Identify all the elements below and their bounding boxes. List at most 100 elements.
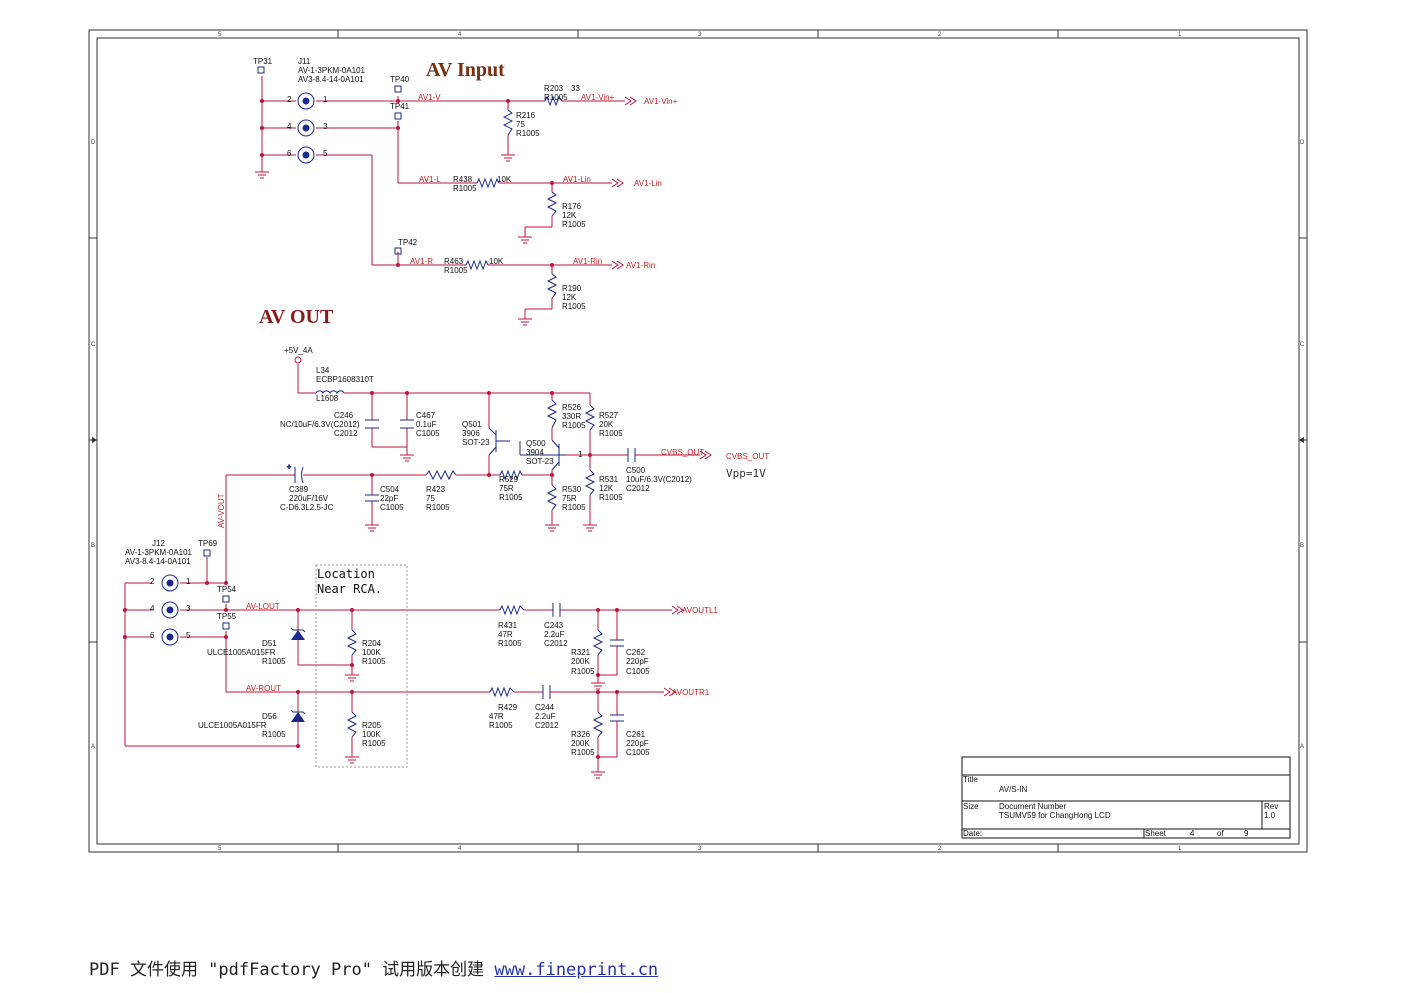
resistor-r204 [346,629,358,656]
inductor-l34 [315,390,345,395]
r530-value: 75R [562,494,577,503]
c244-value: 2.2uF [535,712,556,721]
c261-package: C1005 [626,748,650,757]
port-cvbs-out: CVBS_OUT [726,452,769,461]
title-label: Title [963,775,978,784]
r203-value: 33 [571,84,580,93]
d56-value: ULCE1005A015FR [198,721,267,730]
col-label: 3 [698,32,702,38]
power-pin-5v [294,356,302,364]
r326-ref: R326 [571,730,591,739]
r423-ref: R423 [426,485,446,494]
q500-package: SOT-23 [526,457,554,466]
c500-value: 10uF/6.3V(C2012) [626,475,692,484]
net-av-lout: AV-LOUT [246,602,280,611]
capacitor-c262 [610,639,624,647]
l34-value: ECBP1608310T [316,375,374,384]
col-label: 3 [698,846,702,852]
test-point-tp69 [203,549,211,557]
r321-package: R1005 [571,667,595,676]
r526-ref: R526 [562,403,582,412]
r216-value: 75 [516,120,525,129]
location-note-2: Near RCA. [317,582,382,596]
r531-value: 12K [599,484,614,493]
c467-ref: C467 [416,411,436,420]
av-input-title: AV Input [426,59,505,81]
test-point-tp40 [394,85,402,93]
diode-d51 [290,627,306,640]
col-label: 1 [1178,846,1182,852]
col-label: 2 [938,32,942,38]
location-box [315,564,408,768]
sheet-label: Sheet [1145,829,1167,838]
resistor-r438 [476,177,500,189]
c504-value: 22pF [380,494,398,503]
diode-d56 [290,709,306,722]
pdf-footer: PDF 文件使用 "pdfFactory Pro" 试用版本创建 www.fin… [89,955,658,980]
pin-label: 5 [186,631,191,640]
c262-package: C1005 [626,667,650,676]
r321-value: 200K [571,657,590,666]
resistor-r429 [489,686,515,698]
capacitor-c467 [400,419,414,429]
pin-label: 6 [150,631,155,640]
rev-value: 1.0 [1264,811,1276,820]
r527-value: 20K [599,420,614,429]
size-label: Size [963,802,979,811]
capacitor-c244 [542,685,551,699]
col-label: 4 [458,32,462,38]
r216-package: R1005 [516,129,540,138]
resistor-r529 [499,469,523,481]
tp41-label: TP41 [390,102,410,111]
pin-label: 3 [186,604,191,613]
resistor-r530 [546,484,558,511]
r205-package: R1005 [362,739,386,748]
r203-package: R1005 [544,93,568,102]
location-note: Location [317,567,375,581]
row-label: B [1300,543,1304,549]
port-avoutr1: AVOUTR1 [672,688,710,697]
av-out-wires [124,364,700,772]
r429-value: 47R [489,712,504,721]
d56-package: R1005 [262,730,286,739]
col-label: 4 [458,846,462,852]
footer-link[interactable]: www.fineprint.cn [494,960,659,980]
col-label: 1 [1178,32,1182,38]
r321-ref: R321 [571,648,591,657]
capacitor-c261 [610,714,624,722]
test-point-tp42 [394,247,402,255]
port-av1-lin: AV1-Lin [634,179,662,188]
resistor-r431 [499,604,525,616]
q501-ref: Q501 [462,420,482,429]
test-point-tp55 [222,622,230,630]
r530-package: R1005 [562,503,586,512]
tp42-label: TP42 [398,238,418,247]
row-label: C [91,342,96,348]
av-input-wires [261,76,625,319]
port-avoutl1: AVOUTL1 [682,606,718,615]
net-av1-v: AV1-V [418,93,441,102]
r530-ref: R530 [562,485,582,494]
test-point-tp54 [222,595,230,603]
resistor-r463 [465,259,489,271]
junction-dots [123,391,619,759]
r204-ref: R204 [362,639,382,648]
c262-ref: C262 [626,648,646,657]
r423-package: R1005 [426,503,450,512]
r176-value: 12K [562,211,577,220]
pin-label: 4 [287,122,292,131]
ground-symbols [255,154,532,326]
j12-ref: J12 [152,539,165,548]
resistor-r423 [425,469,457,481]
resistor-r216 [502,109,514,136]
r190-package: R1005 [562,302,586,311]
pin-label: 2 [287,95,292,104]
resistor-r205 [346,711,358,738]
r527-ref: R527 [599,411,619,420]
transistor-q501 [488,427,510,456]
q501-value: 3906 [462,429,480,438]
c389-ref: C389 [289,485,309,494]
capacitor-c246 [365,419,379,429]
net-av1-l: AV1-L [419,175,441,184]
